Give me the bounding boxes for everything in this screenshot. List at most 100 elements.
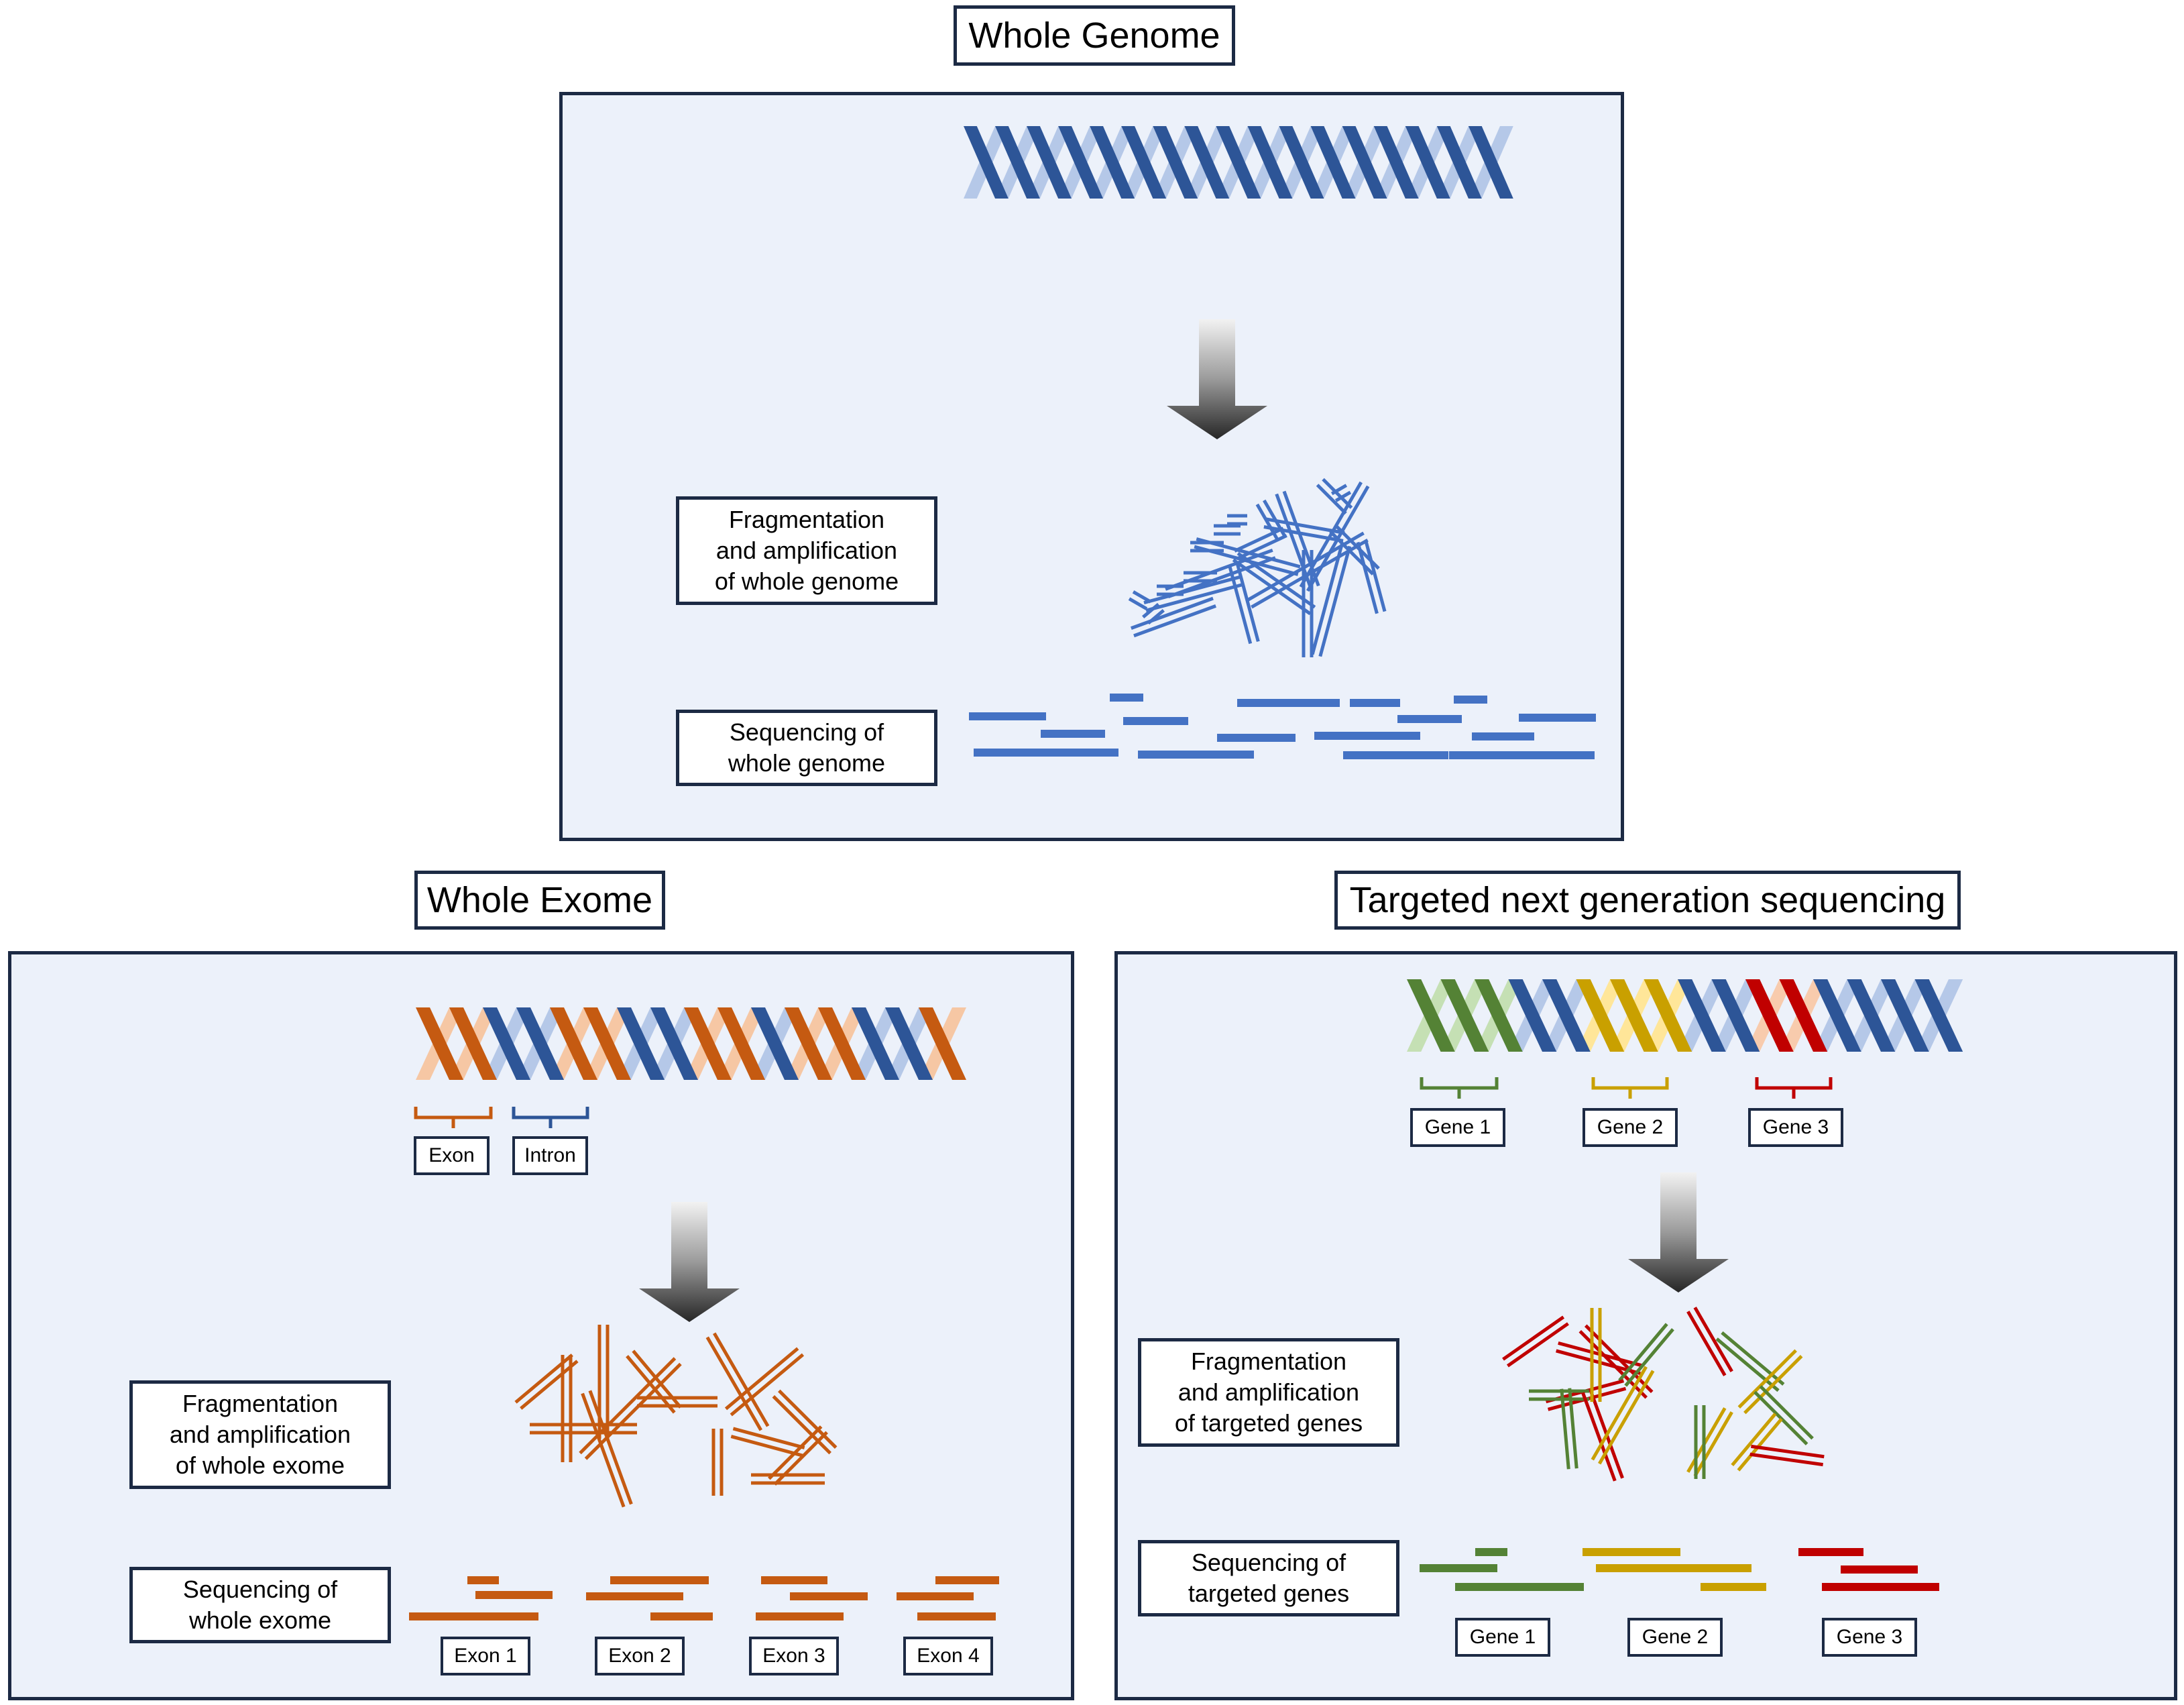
dna-fragment: [1737, 1349, 1797, 1409]
brace-icon: [1755, 1077, 1833, 1099]
brace-icon: [414, 1107, 493, 1128]
dna-fragment: [1502, 1315, 1565, 1361]
helix-strand: [1310, 126, 1356, 199]
helix-strand: [1610, 979, 1658, 1052]
dna-fragment: [778, 1389, 838, 1449]
dna-fragment: [713, 1332, 770, 1427]
brace-icon: [512, 1107, 589, 1128]
gene-label-3: Gene 3: [1748, 1108, 1843, 1147]
dna-fragment: [588, 1390, 633, 1505]
helix-strand: [1678, 979, 1726, 1052]
dna-fragment: [1759, 1385, 1814, 1440]
exon-label-2: Exon 2: [595, 1637, 685, 1675]
helix-strand: [717, 1007, 765, 1080]
gene-label-2: Gene 2: [1583, 1108, 1678, 1147]
dna-fragment: [1731, 1413, 1777, 1467]
helix-strand: [1121, 126, 1167, 199]
dna-fragment: [705, 1336, 762, 1431]
helix-strand: [919, 1007, 966, 1080]
targeted-dna-helix: [1407, 979, 1963, 1052]
dna-fragment: [579, 1357, 677, 1455]
gene-label-1: Gene 1: [1410, 1108, 1505, 1147]
dna-fragment: [1145, 582, 1244, 612]
we-fragmentation-label: Fragmentation and amplification of whole…: [129, 1380, 391, 1489]
dna-fragment: [1506, 1322, 1569, 1368]
exome-dna-helix: [416, 1007, 966, 1080]
helix-strand: [1090, 126, 1135, 199]
tg-sequencing-label: Sequencing of targeted genes: [1138, 1540, 1399, 1616]
tg-frag-line-2: and amplification: [1177, 1378, 1360, 1406]
dna-fragment: [1235, 563, 1260, 643]
dna-fragment: [1147, 609, 1165, 625]
helix-strand: [1914, 979, 1963, 1052]
helix-strand: [1342, 126, 1387, 199]
dna-fragment: [1310, 543, 1344, 655]
dna-fragment: [730, 1353, 805, 1417]
dna-fragment: [1721, 1331, 1785, 1386]
dna-fragment: [581, 1392, 626, 1508]
whole-genome-title: Whole Genome: [954, 5, 1235, 66]
helix-strand: [449, 1007, 497, 1080]
dna-fragment: [626, 1355, 676, 1414]
helix-strand: [1405, 126, 1450, 199]
helix-strand: [1373, 126, 1419, 199]
dna-fragment: [1143, 575, 1242, 605]
helix-strand: [1576, 979, 1625, 1052]
exome-sequence-reads: [409, 1576, 999, 1620]
helix-strand: [617, 1007, 665, 1080]
legend-exon: Exon: [414, 1136, 490, 1175]
wg-sequencing-label: Sequencing of whole genome: [676, 710, 937, 786]
tg-frag-line-3: of targeted genes: [1174, 1409, 1363, 1437]
process-arrow-icon: [1167, 319, 1267, 439]
helix-strand: [1711, 979, 1760, 1052]
helix-strand: [1247, 126, 1293, 199]
helix-strand: [1745, 979, 1794, 1052]
we-frag-line-1: Fragmentation: [182, 1390, 339, 1417]
exon-label-4: Exon 4: [903, 1637, 993, 1675]
dna-fragment: [1364, 539, 1387, 612]
tg-fragmentation-label: Fragmentation and amplification of targe…: [1138, 1338, 1399, 1447]
dna-fragment: [1693, 1307, 1733, 1372]
dna-fragment: [1318, 545, 1352, 657]
dna-fragment: [1591, 1366, 1648, 1461]
dna-fragment: [1751, 1444, 1825, 1459]
wg-frag-line-3: of whole genome: [714, 567, 899, 595]
dna-fragment: [1693, 1411, 1733, 1477]
dna-fragment: [1715, 1337, 1780, 1392]
dna-fragment: [1624, 1328, 1674, 1387]
dna-fragment: [1686, 1311, 1727, 1376]
we-seq-line-1: Sequencing of: [182, 1576, 338, 1603]
dna-fragment: [1568, 1388, 1578, 1469]
helix-strand: [852, 1007, 899, 1080]
dna-fragment: [772, 1395, 831, 1455]
helix-strand: [1436, 126, 1482, 199]
dna-fragment: [1618, 1323, 1668, 1382]
we-sequencing-label: Sequencing of whole exome: [129, 1567, 391, 1643]
helix-strand: [751, 1007, 799, 1080]
we-seq-line-2: whole exome: [188, 1606, 332, 1634]
brace-icon: [1591, 1077, 1669, 1099]
helix-strand: [1468, 126, 1513, 199]
tg-frag-line-1: Fragmentation: [1190, 1348, 1347, 1375]
helix-strand: [583, 1007, 631, 1080]
helix-strand: [1475, 979, 1523, 1052]
wg-seq-line-1: Sequencing of: [729, 718, 884, 746]
read-gene-label-3: Gene 3: [1822, 1618, 1917, 1657]
dna-fragment: [1556, 1349, 1641, 1376]
helix-strand: [818, 1007, 866, 1080]
helix-strand: [1508, 979, 1557, 1052]
helix-strand: [483, 1007, 530, 1080]
helix-strand: [995, 126, 1040, 199]
helix-strand: [1216, 126, 1261, 199]
dna-fragment: [520, 1360, 579, 1410]
brace-icon: [1420, 1077, 1499, 1099]
we-frag-line-2: and amplification: [169, 1421, 351, 1448]
helix-strand: [1440, 979, 1489, 1052]
dna-fragment: [1128, 597, 1148, 610]
dna-fragment: [1686, 1407, 1727, 1473]
read-gene-label-2: Gene 2: [1627, 1618, 1723, 1657]
helix-strand: [1644, 979, 1692, 1052]
helix-strand: [1813, 979, 1861, 1052]
helix-strand: [785, 1007, 832, 1080]
